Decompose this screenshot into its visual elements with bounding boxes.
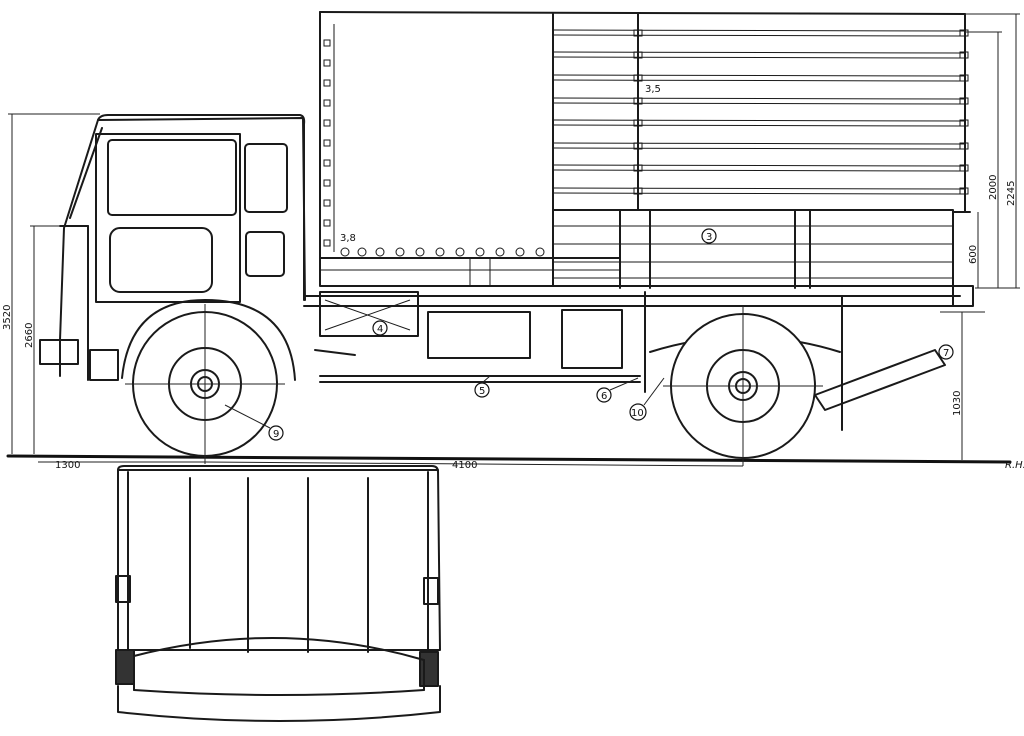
cargo-box	[319, 11, 969, 259]
dim-height-total: 3520	[2, 305, 13, 330]
label-lower-dim: 3,8	[340, 233, 356, 244]
label-upper-dim: 3,5	[645, 84, 661, 95]
chassis	[303, 291, 961, 431]
svg-text:5: 5	[479, 386, 485, 397]
dim-box-inner: 2000	[988, 175, 999, 200]
dim-front-overhang: 1300	[55, 460, 80, 471]
callout-3: 3	[701, 228, 717, 244]
callout-5: 5	[474, 375, 491, 398]
svg-text:9: 9	[273, 429, 279, 440]
svg-text:7: 7	[943, 348, 949, 359]
callout-4: 4	[372, 320, 388, 336]
ground-line	[6, 454, 1012, 464]
cab-front-view	[115, 465, 441, 722]
rear-wheel	[663, 306, 823, 466]
callout-9: 9	[224, 404, 284, 441]
callout-7: 7	[938, 344, 954, 360]
svg-text:3: 3	[706, 232, 712, 243]
dim-box-outer: 2245	[1006, 181, 1017, 206]
svg-text:6: 6	[601, 391, 607, 402]
side-boards	[319, 209, 974, 307]
dimension-lines	[8, 13, 1020, 467]
dim-cab-height: 2660	[24, 323, 35, 348]
front-wheel	[121, 299, 296, 464]
dim-side-board: 600	[968, 245, 979, 264]
dim-wheelbase: 4100	[452, 460, 477, 471]
cab	[39, 114, 306, 381]
signature: R.H.	[1005, 460, 1024, 471]
callout-10: 10	[629, 377, 665, 421]
svg-text:4: 4	[377, 324, 383, 335]
dim-rear-height: 1030	[952, 391, 963, 416]
svg-text:10: 10	[631, 408, 644, 419]
callout-6: 6	[596, 377, 639, 403]
